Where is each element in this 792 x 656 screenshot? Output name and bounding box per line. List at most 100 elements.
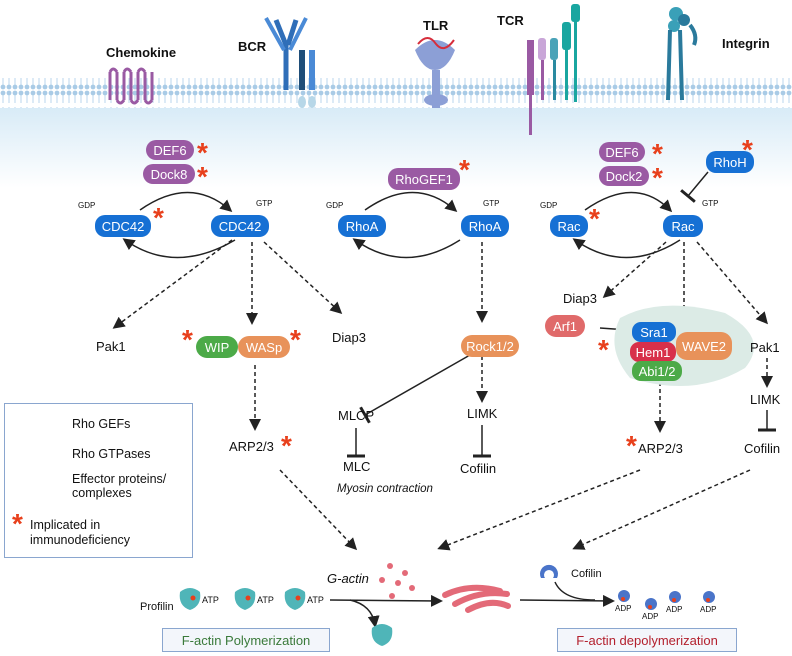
cofilin-actin-label: Cofilin xyxy=(571,568,602,580)
rac-to-diap3-arrow xyxy=(602,241,667,298)
def6-rac-star-icon: * xyxy=(652,138,663,169)
rhoa-gdp-label: GDP xyxy=(326,201,344,210)
legend-gtpase-label: Rho GTPases xyxy=(72,447,151,461)
cdc42-to-diap3-arrow xyxy=(263,241,343,315)
adp-label-2: ADP xyxy=(642,612,659,621)
myosin-contraction-label: Myosin contraction xyxy=(337,483,433,495)
rac-activation-arrow xyxy=(584,191,673,213)
cofilin-rac-label: Cofilin xyxy=(744,441,781,456)
rhoh-inhibition-arrow xyxy=(680,171,709,203)
rhoa-gtp-label: GTP xyxy=(483,199,500,208)
profilin-icons xyxy=(179,588,393,646)
cofilin-rhoa-label: Cofilin xyxy=(460,461,497,476)
limk-rhoa-label: LIMK xyxy=(467,406,498,421)
rhoa-gtp-node: RhoA xyxy=(461,215,509,237)
rock-node: Rock1/2 xyxy=(461,335,519,357)
wasp-star-icon: * xyxy=(290,324,301,355)
polymerization-box: F-actin Polymerization xyxy=(162,628,330,652)
rac-to-pak1-arrow xyxy=(696,241,768,325)
adp-label-4: ADP xyxy=(700,605,717,614)
mlc-label: MLC xyxy=(343,459,371,474)
cdc42-inactivation-arrow xyxy=(122,238,236,259)
adp-label-1: ADP xyxy=(615,604,632,613)
legend-box xyxy=(4,403,193,558)
depolymerization-arrow xyxy=(519,594,615,607)
chemokine-receptor-icon xyxy=(108,67,154,105)
integrin-receptor-icon xyxy=(666,7,698,101)
rac-gtp-node: Rac xyxy=(663,215,703,237)
limk-rac-label: LIMK xyxy=(750,392,781,407)
diap3-cdc42-label: Diap3 xyxy=(332,330,366,345)
cdc42-star-icon: * xyxy=(153,202,164,233)
polymerization-arrow xyxy=(329,594,443,607)
cofilin-binding-arrow xyxy=(554,581,596,601)
rhoh-star-icon: * xyxy=(742,134,753,165)
cdc42-gtp-label: GTP xyxy=(256,199,273,208)
rhoh-node: RhoH xyxy=(706,151,754,173)
rhoa-gdp-node: RhoA xyxy=(338,215,386,237)
wip-node: WIP xyxy=(196,336,238,358)
bcr-receptor-icon xyxy=(264,17,316,108)
legend-star-icon: * xyxy=(12,508,23,539)
rhogef1-star-icon: * xyxy=(459,154,470,185)
profilin-release-arrow xyxy=(349,599,380,628)
bcr-label: BCR xyxy=(238,39,267,54)
rock-inhibits-mlcp xyxy=(359,354,471,424)
tcr-receptor-icon xyxy=(527,4,580,135)
diap3-rac-label: Diap3 xyxy=(563,291,597,306)
dock2-star-icon: * xyxy=(652,162,663,193)
profilin-label: Profilin xyxy=(140,601,174,613)
adp-dots xyxy=(621,597,710,609)
dock8-gef: Dock8 xyxy=(143,164,195,184)
cdc42-gdp-label: GDP xyxy=(78,201,96,210)
legend-gef-label: Rho GEFs xyxy=(72,417,131,431)
hem1-star-icon: * xyxy=(598,334,609,365)
tcr-label: TCR xyxy=(497,13,524,28)
arp23-to-gactin-left-arrow xyxy=(279,469,358,551)
cdc42-gdp-node: CDC42 xyxy=(95,215,151,237)
g-actin-monomers xyxy=(379,563,415,599)
abi-node: Abi1/2 xyxy=(632,361,682,381)
g-actin-label: G-actin xyxy=(327,571,369,586)
def6-gef-cdc42: DEF6 xyxy=(146,140,194,160)
atp-label-2: ATP xyxy=(257,595,274,605)
cofilin-to-actin-arrow xyxy=(572,469,751,550)
mlcp-label: MLCP xyxy=(338,408,375,423)
rac-gdp-label: GDP xyxy=(540,201,558,210)
arp23-rac-label: ARP2/3 xyxy=(638,441,683,456)
wasp-node: WASp xyxy=(238,336,290,358)
integrin-label: Integrin xyxy=(722,36,770,51)
atp-label-1: ATP xyxy=(202,595,219,605)
legend-effector-label: Effector proteins/ complexes xyxy=(72,472,167,501)
hem1-node: Hem1 xyxy=(630,342,676,362)
depolymerization-box: F-actin depolymerization xyxy=(557,628,737,652)
arp23-cdc42-star-icon: * xyxy=(281,430,292,461)
pak1-cdc42-label: Pak1 xyxy=(96,339,126,354)
dock2-gef: Dock2 xyxy=(599,166,649,186)
arp23-cdc42-label: ARP2/3 xyxy=(229,439,274,454)
pak1-rac-label: Pak1 xyxy=(750,340,780,355)
f-actin-filament-icon xyxy=(442,584,511,613)
rac-inactivation-arrow xyxy=(572,238,681,259)
cdc42-activation-arrow xyxy=(139,191,233,212)
def6-gef-rac: DEF6 xyxy=(599,142,645,162)
arp23-rac-star-icon: * xyxy=(626,430,637,461)
cdc42-to-pak1-arrow xyxy=(112,239,233,329)
legend-immuno-label: Implicated in immunodeficiency xyxy=(30,518,131,547)
arp23-to-gactin-right-arrow xyxy=(437,469,641,551)
atp-label-3: ATP xyxy=(307,595,324,605)
arf1-node: Arf1 xyxy=(545,315,585,337)
wave2-node: WAVE2 xyxy=(676,332,732,360)
cdc42-gtp-node: CDC42 xyxy=(211,215,269,237)
def6-star-icon: * xyxy=(197,137,208,168)
wip-star-icon: * xyxy=(182,324,193,355)
rhogef1-node: RhoGEF1 xyxy=(388,168,460,190)
atp-dots xyxy=(190,595,301,601)
rac-gtp-label: GTP xyxy=(702,199,719,208)
tlr-receptor-icon xyxy=(415,37,455,108)
rhoa-inactivation-arrow xyxy=(352,238,461,259)
chemokine-label: Chemokine xyxy=(106,45,177,60)
rac-star-icon: * xyxy=(589,203,600,234)
sra1-node: Sra1 xyxy=(632,322,676,342)
